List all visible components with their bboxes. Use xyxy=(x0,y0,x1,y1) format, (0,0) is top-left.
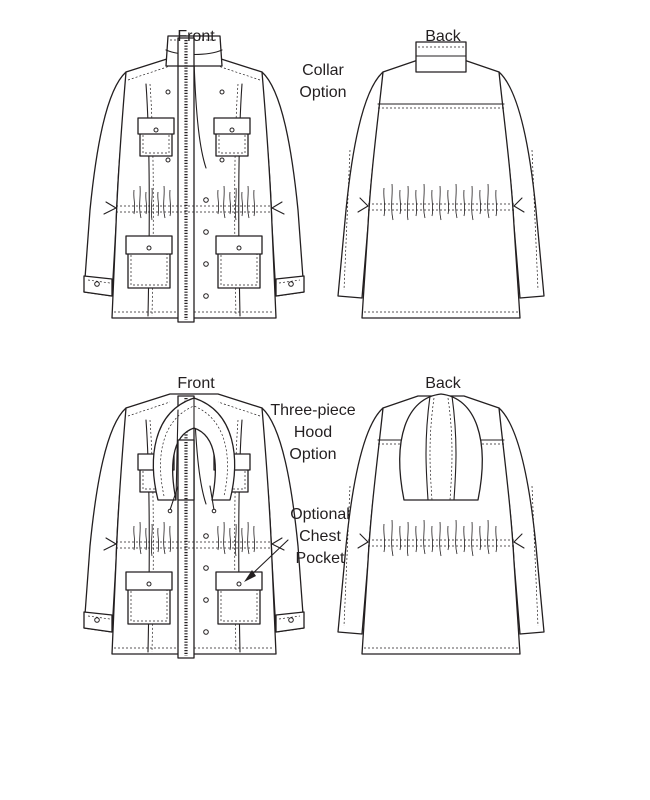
back-view-hood-option xyxy=(337,393,545,655)
front-view-hood-option xyxy=(82,392,306,660)
chest-pocket-line-1: Optional xyxy=(290,506,350,523)
front-label-bottom: Front xyxy=(177,375,215,392)
chest-pocket-line-3: Pocket xyxy=(295,550,345,567)
chest-pocket-label: Optional Chest Pocket xyxy=(280,504,360,570)
collar-option-label: Collar Option xyxy=(288,60,358,104)
collar-option-line-2: Option xyxy=(299,84,347,101)
back-view-collar-option xyxy=(337,41,545,319)
back-label-bottom: Back xyxy=(425,375,461,392)
hood-option-line-3: Option xyxy=(289,446,337,463)
hood-option-label: Three-piece Hood Option xyxy=(268,400,358,466)
collar-option-line-1: Collar xyxy=(302,62,344,79)
front-label-top: Front xyxy=(177,28,215,45)
hood-option-line-2: Hood xyxy=(293,424,333,441)
back-label-top: Back xyxy=(425,28,461,45)
chest-pocket-line-2: Chest xyxy=(299,528,341,545)
front-view-collar-option xyxy=(82,35,306,324)
hood-option-line-1: Three-piece xyxy=(270,402,356,419)
